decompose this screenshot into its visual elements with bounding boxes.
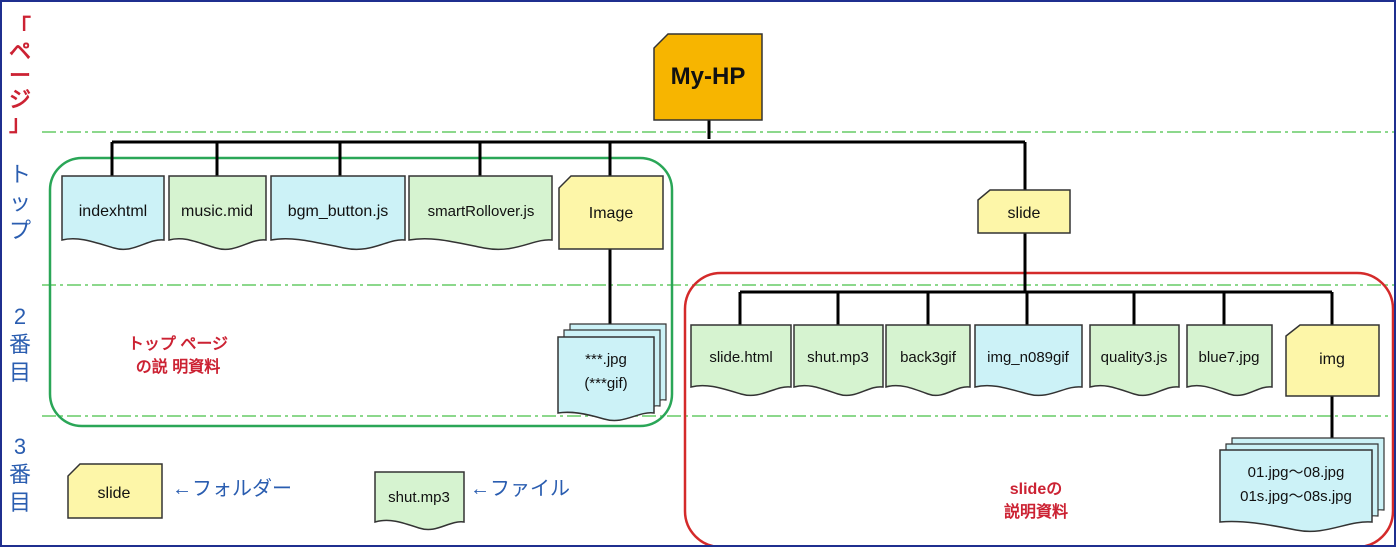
node-image-contents[interactable]: ***.jpg (***gif) — [557, 323, 667, 422]
file-icon — [168, 175, 267, 251]
node-shut-mp3[interactable]: shut.mp3 — [793, 324, 884, 397]
node-label: smartRollover.js — [428, 203, 535, 220]
row-separators — [42, 131, 1394, 417]
folder-icon — [977, 189, 1071, 234]
node-label-line2: 01s.jpg～08s.jpg — [1240, 488, 1352, 505]
node-image-folder[interactable]: Image — [558, 175, 664, 250]
slide-note: slideの 説明資料 — [1004, 481, 1068, 521]
node-img-folder[interactable]: img — [1285, 324, 1380, 397]
node-label: img_n089gif — [987, 349, 1070, 366]
root-label: My-HP — [671, 63, 746, 90]
node-label: img — [1319, 351, 1345, 368]
node-label: slide — [1008, 205, 1041, 222]
tree-connectors — [110, 120, 1334, 447]
file-icon — [1186, 324, 1273, 397]
node-img-n089gif[interactable]: img_n089gif — [974, 324, 1083, 397]
legend-folder: slide ←フォルダー — [67, 463, 292, 519]
side-label-page-3: ジ — [9, 87, 31, 112]
side-label-second-1: 番 — [9, 332, 31, 357]
top-page-group-outline — [48, 156, 674, 428]
side-label-page-1: ペ — [9, 39, 31, 64]
file-icon — [408, 175, 553, 250]
node-smartrollover[interactable]: smartRollover.js — [408, 175, 553, 250]
node-label-line1: ***.jpg — [585, 351, 627, 368]
side-label-second-2: 目 — [9, 360, 31, 385]
side-label-page-0: 「 — [9, 15, 31, 40]
root-node[interactable]: My-HP — [653, 33, 763, 121]
side-label-top-1: ッ — [9, 190, 31, 215]
file-icon — [557, 336, 655, 422]
node-label: back3gif — [900, 349, 957, 366]
note-line1: トップ ページ — [128, 334, 228, 353]
file-icon — [885, 324, 971, 397]
side-label-page-4: 」 — [9, 111, 31, 136]
top-page-note: トップ ページ の説 明資料 — [128, 334, 228, 376]
legend-folder-sample: slide — [98, 485, 131, 502]
folder-icon — [653, 33, 763, 121]
file-icon — [974, 324, 1083, 397]
folder-icon — [558, 175, 664, 250]
note-line2: 説明資料 — [1004, 502, 1068, 521]
side-label-third-2: 目 — [9, 490, 31, 515]
node-blue7jpg[interactable]: blue7.jpg — [1186, 324, 1273, 397]
node-label: blue7.jpg — [1199, 349, 1260, 366]
file-icon — [1219, 449, 1373, 533]
legend-file-sample: shut.mp3 — [388, 489, 450, 506]
file-icon — [793, 324, 884, 397]
node-music-mid[interactable]: music.mid — [168, 175, 267, 251]
node-indexhtml[interactable]: indexhtml — [61, 175, 165, 251]
legend-folder-caption: ←フォルダー — [172, 477, 292, 500]
side-labels: 「 ペ ー ジ 」 ト ッ プ 2 番 目 3 番 目 — [9, 15, 31, 515]
file-icon — [1089, 324, 1180, 397]
node-label: quality3.js — [1101, 349, 1168, 366]
folder-icon — [67, 463, 163, 519]
file-icon — [374, 471, 465, 531]
node-label-line2: (***gif) — [584, 375, 627, 392]
note-line2: の説 明資料 — [136, 357, 220, 376]
node-label: slide.html — [709, 349, 772, 366]
legend-file-caption: ←ファイル — [470, 478, 570, 500]
node-bgm-button[interactable]: bgm_button.js — [270, 175, 406, 250]
node-slide-folder[interactable]: slide — [977, 189, 1071, 234]
file-icon — [61, 175, 165, 251]
legend-file: shut.mp3 ←ファイル — [374, 471, 570, 531]
note-line1: slideの — [1010, 481, 1062, 498]
file-icon — [690, 324, 792, 397]
node-label: music.mid — [181, 203, 253, 220]
side-label-page-2: ー — [9, 63, 31, 88]
slide-group-outline — [683, 271, 1394, 545]
side-label-top-0: ト — [9, 162, 31, 187]
side-label-third-1: 番 — [9, 462, 31, 487]
side-label-second-0: 2 — [14, 304, 26, 329]
node-quality3js[interactable]: quality3.js — [1089, 324, 1180, 397]
node-label-line1: 01.jpg～08.jpg — [1248, 464, 1345, 481]
file-icon — [270, 175, 406, 250]
node-label: Image — [589, 205, 634, 222]
side-label-third-0: 3 — [14, 434, 26, 459]
node-img-contents[interactable]: 01.jpg～08.jpg 01s.jpg～08s.jpg — [1219, 437, 1385, 533]
node-back3gif[interactable]: back3gif — [885, 324, 971, 397]
node-slide-html[interactable]: slide.html — [690, 324, 792, 397]
node-label: shut.mp3 — [807, 349, 869, 366]
folder-icon — [1285, 324, 1380, 397]
node-label: bgm_button.js — [288, 203, 389, 220]
node-label: indexhtml — [79, 203, 147, 220]
side-label-top-2: プ — [9, 218, 31, 243]
